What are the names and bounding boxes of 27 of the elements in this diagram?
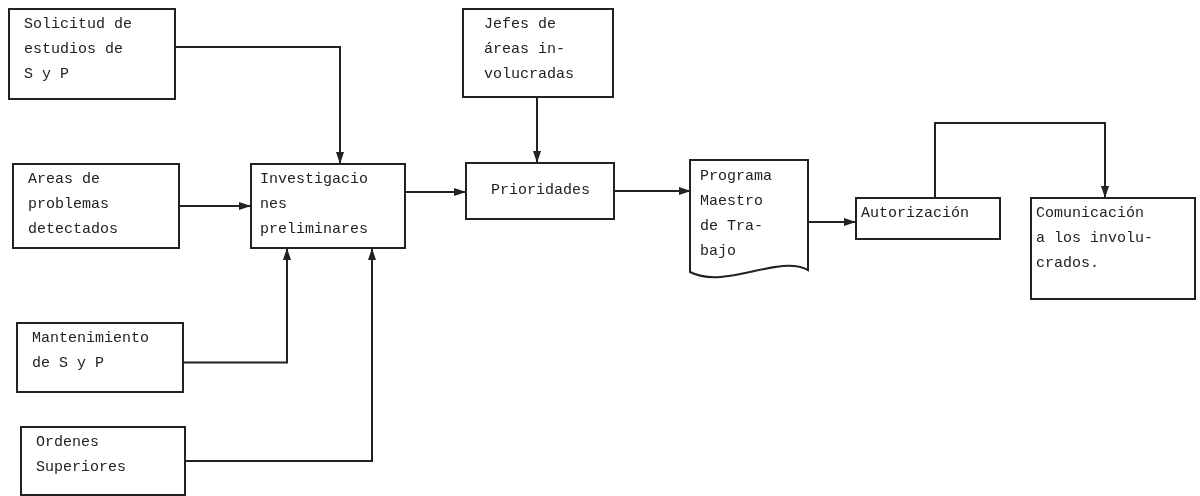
process-box — [462, 8, 614, 98]
process-box — [12, 163, 180, 249]
arrow — [179, 202, 251, 210]
arrow — [183, 248, 291, 364]
box-label: Ordenes Superiores — [36, 433, 127, 478]
process-box — [855, 197, 1001, 240]
box-label: Mantenimiento de S y P — [32, 329, 151, 374]
process-box — [1030, 197, 1196, 300]
process-box — [20, 426, 186, 496]
process-box — [8, 8, 176, 100]
box-label: Jefes de áreas in- volucradas — [484, 15, 575, 85]
arrow — [934, 122, 1109, 198]
box-label: Programa Maestro de Tra- bajo — [700, 167, 773, 262]
arrow — [533, 97, 541, 163]
arrow — [175, 46, 344, 164]
arrow — [614, 187, 691, 195]
process-box — [16, 322, 184, 393]
box-label: Areas de problemas detectados — [28, 170, 119, 240]
arrow — [405, 188, 466, 196]
box-label: Investigacio nes preliminares — [260, 170, 370, 240]
process-box — [250, 163, 406, 249]
box-label: Prioridades — [491, 181, 592, 201]
box-label: Autorización — [861, 204, 971, 224]
box-label: Solicitud de estudios de S y P — [24, 15, 134, 85]
arrow — [185, 248, 376, 462]
box-label: Comunicación a los involu- crados. — [1036, 204, 1155, 274]
process-box — [465, 162, 615, 220]
